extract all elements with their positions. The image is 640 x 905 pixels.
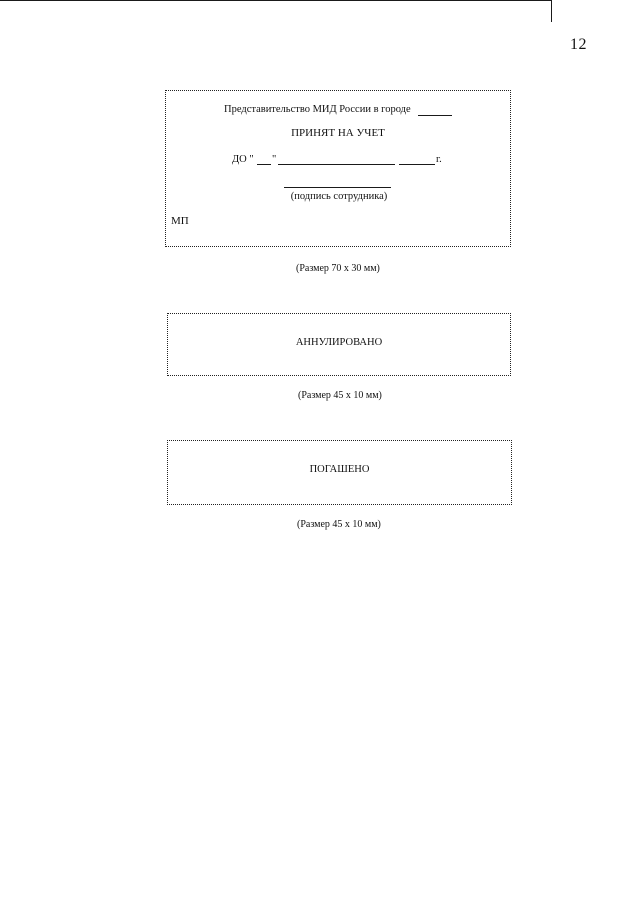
year-blank-line (399, 164, 435, 165)
stamp-annulled-frame: АННУЛИРОВАНО (167, 313, 511, 376)
stamp-annulled-size-caption: (Размер 45 х 10 мм) (298, 390, 382, 401)
page-top-border (0, 0, 552, 1)
seal-place-label: МП (171, 215, 189, 227)
page-corner-mark (551, 0, 552, 22)
stamp-registered-title: ПРИНЯТ НА УЧЕТ (291, 127, 385, 139)
stamp-registered-frame: Представительство МИД России в городе ПР… (165, 90, 511, 247)
stamp-repaid-size-caption: (Размер 45 х 10 мм) (297, 519, 381, 530)
stamp-repaid-frame: ПОГАШЕНО (167, 440, 512, 505)
signature-caption: (подпись сотрудника) (290, 191, 388, 202)
stamp-annulled-title: АННУЛИРОВАНО (295, 337, 383, 348)
city-blank-line (418, 115, 452, 116)
stamp-registered-office-text: Представительство МИД России в городе (224, 104, 411, 115)
signature-line (284, 187, 391, 188)
until-prefix: ДО " (232, 154, 254, 165)
month-blank-line (278, 164, 395, 165)
day-blank-line (257, 164, 271, 165)
until-quote-close: " (272, 154, 277, 165)
stamp-registered-size-caption: (Размер 70 х 30 мм) (296, 263, 380, 274)
page-number: 12 (570, 36, 587, 53)
until-suffix: г. (436, 154, 442, 165)
stamp-repaid-title: ПОГАШЕНО (309, 464, 370, 475)
